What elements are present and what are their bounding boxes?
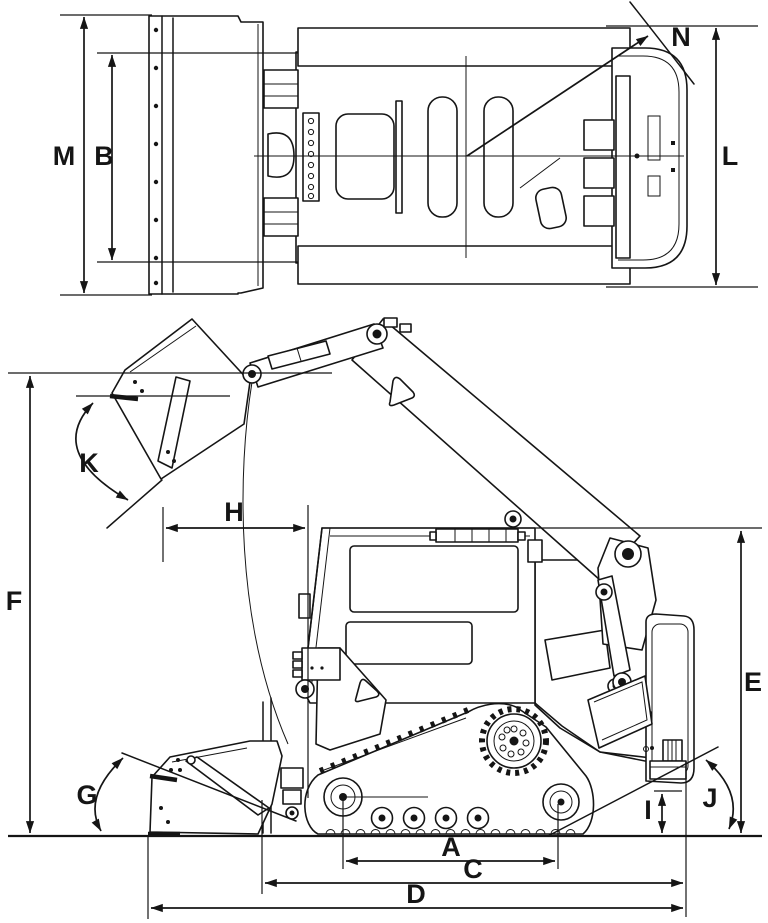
dim-label-c: C xyxy=(463,854,483,884)
dim-label-l: L xyxy=(722,141,739,171)
dim-K xyxy=(75,395,230,501)
cab-mesh-lower xyxy=(345,621,473,665)
dim-label-i: I xyxy=(644,795,652,825)
dim-F xyxy=(8,372,332,834)
top-rops-bar xyxy=(615,75,631,259)
bucket-strike-line xyxy=(121,752,297,822)
dim-D xyxy=(147,762,687,919)
dim-G xyxy=(91,757,124,832)
dim-label-j: J xyxy=(702,783,717,813)
departure-line xyxy=(547,746,719,837)
top-seat xyxy=(535,186,567,230)
top-view: M B L N xyxy=(53,1,758,296)
top-roof-slot-2 xyxy=(483,96,514,218)
dim-label-g: G xyxy=(76,780,97,810)
side-boom xyxy=(249,317,641,581)
side-bucket-ground xyxy=(121,740,297,837)
top-hitch-center xyxy=(267,132,295,178)
dim-label-a: A xyxy=(441,832,461,862)
dim-J xyxy=(705,759,738,830)
rear-step xyxy=(649,760,687,780)
rear-screen-mesh xyxy=(544,629,611,681)
dim-B xyxy=(97,52,298,263)
top-track-upper xyxy=(297,27,631,67)
top-engine-box-3 xyxy=(583,195,615,227)
dim-label-k: K xyxy=(79,448,99,478)
dim-L xyxy=(606,25,758,288)
dim-label-d: D xyxy=(406,879,426,909)
dim-label-n: N xyxy=(671,22,691,52)
side-rear-tower xyxy=(595,537,657,692)
dim-label-f: F xyxy=(6,586,23,616)
top-engine-box-1 xyxy=(583,119,615,151)
dim-E xyxy=(322,527,762,834)
dim-M xyxy=(60,14,152,296)
dim-label-e: E xyxy=(744,667,762,697)
top-bucket-bolts xyxy=(153,27,159,286)
top-cross-bar xyxy=(395,100,403,214)
dim-label-m: M xyxy=(53,141,76,171)
drive-sprocket xyxy=(479,706,549,776)
side-bucket-raised xyxy=(106,318,262,529)
dim-A xyxy=(342,800,559,869)
side-rear-door xyxy=(587,613,695,792)
engine-vent xyxy=(587,675,653,749)
top-track-lower xyxy=(297,245,631,285)
top-bucket xyxy=(148,15,264,295)
top-bolt-holes xyxy=(307,117,315,200)
top-engine-box-2 xyxy=(583,157,615,189)
dim-label-b: B xyxy=(94,141,114,171)
bucket-path-curve xyxy=(242,381,289,745)
dim-H xyxy=(162,505,309,798)
top-hitch-lower xyxy=(263,197,299,237)
top-hitch-upper xyxy=(263,69,299,109)
cab-handle xyxy=(298,593,311,619)
top-roof-slot-1 xyxy=(427,96,458,218)
cab-latch xyxy=(527,539,543,563)
boom-lightening-hole xyxy=(388,376,416,407)
cab-mesh-upper xyxy=(349,545,519,613)
dim-C xyxy=(261,800,684,894)
road-wheels xyxy=(370,806,490,830)
side-track xyxy=(304,702,595,835)
dim-label-h: H xyxy=(224,497,244,527)
side-view: F K H E G I J A C D xyxy=(6,317,762,919)
dim-N xyxy=(466,1,695,157)
side-front-frame xyxy=(262,647,387,834)
